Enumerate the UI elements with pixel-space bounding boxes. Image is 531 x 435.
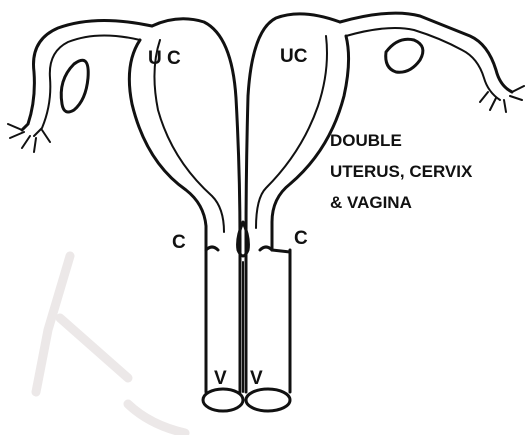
right-cervix [260,247,272,250]
caption-line-3: & VAGINA [330,193,412,212]
right-ovary [386,39,423,72]
left-uterus-lateral [129,40,206,250]
label-left-cervix: C [172,232,186,253]
caption-line-2: UTERUS, CERVIX [330,162,473,181]
watermark [36,256,185,433]
caption-line-1: DOUBLE [330,131,402,150]
left-vaginal-opening [203,389,243,411]
right-vaginal-opening [246,389,290,411]
label-right-vagina: V [250,368,263,389]
left-cervix [206,247,218,250]
right-fimbriae [480,86,524,112]
left-fimbriae [8,124,50,152]
right-reproductive-tract [246,13,524,411]
label-right-cervix: C [294,228,308,249]
label-left-vagina: V [214,368,227,389]
left-ovary [61,60,88,112]
label-right-uterine-cavity: UC [280,46,308,67]
caption: DOUBLE UTERUS, CERVIX & VAGINA [330,131,473,212]
label-left-uterine-cavity: U C [148,48,181,69]
right-fallopian-tube [340,13,512,92]
